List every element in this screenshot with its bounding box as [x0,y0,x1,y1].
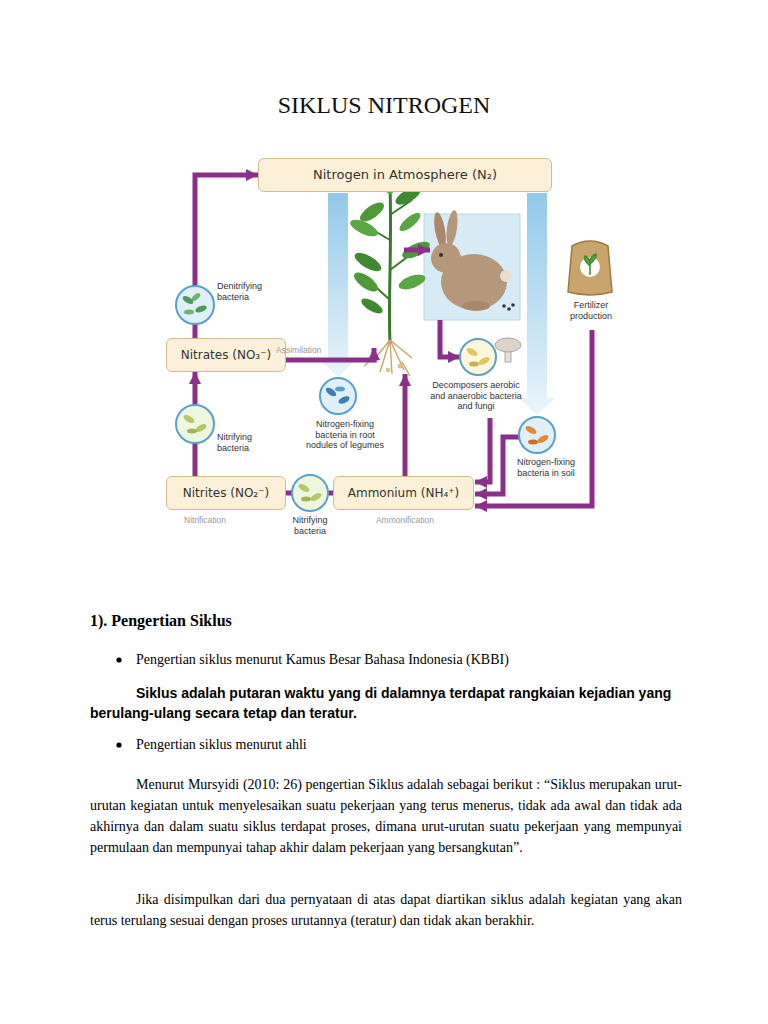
mushroom-icon [495,338,521,352]
nitrifying-bacteria-icon [176,405,214,443]
nitrifying-bacteria-icon [292,475,328,511]
process-label: Ammonification [360,515,450,525]
rabbit-illustration [431,243,461,273]
cycle-arrow [404,248,430,253]
root-bacteria-icon [337,395,350,406]
definition-text: Siklus adalah putaran waktu yang di dala… [90,683,682,723]
diagram-label: Nitrifying bacteria [217,432,275,453]
bullet-text: Pengertian siklus menurut ahli [136,735,696,755]
rabbit-illustration [462,301,490,311]
process-box: Ammonium (NH₄⁺) [333,476,474,510]
bullet-text: Pengertian siklus menurut Kamus Besar Ba… [136,650,696,670]
diagram-label: Nitrogen-fixing bacteria in soil [510,457,582,478]
plant-illustration [389,186,390,342]
plant-illustration [400,238,432,262]
fertilizer-bag [585,254,597,275]
root-bacteria-icon [320,378,356,414]
soil-bacteria-icon [519,417,555,453]
diagram-label: Denitrifying bacteria [217,281,279,302]
denitrifying-bacteria-icon [176,286,214,324]
plant-illustration [359,296,385,317]
denitrifying-bacteria-icon [176,286,214,324]
section-heading: 1). Pengertian Siklus [90,612,232,630]
page-title: SIKLUS NITROGEN [0,92,768,119]
cycle-arrow [440,320,460,357]
bullet-dot [116,742,121,747]
decomposer-bacteria-icon [477,355,490,366]
diagram-label: Decomposers aerobic and anaerobic bacter… [428,380,524,412]
soil-bacteria-icon [519,417,555,453]
nitrifying-bacteria-icon [292,475,328,511]
nitrifying-bacteria-icon [182,413,195,424]
nitrifying-bacteria-icon [187,429,197,434]
rabbit-illustration [502,304,506,308]
body-paragraph: Menurut Mursyidi (2010: 26) pengertian S… [90,774,682,858]
cycle-arrow [475,418,490,482]
cycle-arrow [403,374,408,476]
bullet-dot [116,657,121,747]
process-label: Assimilation [276,345,321,355]
rabbit-illustration [511,303,515,307]
root-bacteria-icon [335,387,345,392]
decomposer-bacteria-icon [460,339,496,375]
denitrifying-bacteria-icon [194,304,207,314]
plant-illustration [352,249,384,274]
title-text: SIKLUS NITROGEN [278,92,491,118]
nitrifying-bacteria-icon [301,497,311,502]
box-label: Nitrates (NO₃⁻) [175,346,277,364]
mushroom-icon [495,338,521,362]
body-paragraph: Jika disimpulkan dari dua pernyataan di … [90,889,682,931]
soil-bacteria-icon [528,440,538,445]
fixation-band [320,193,356,377]
rabbit-illustration [507,307,511,311]
fertilizer-bag [568,241,612,295]
diagram-label: Nitrifying bacteria [280,515,340,536]
box-label: Nitrogen in Atmosphere (N₂) [267,166,543,184]
cycle-arrow [286,250,592,506]
plant-illustration [386,368,390,372]
cycle-arrow [475,437,519,494]
decomposer-bacteria-icon [469,362,479,367]
box-label: Ammonium (NH₄⁺) [342,484,465,502]
decomposer-bacteria-icon [460,339,496,375]
box-label: Nitrites (NO₂⁻) [175,484,277,502]
rabbit-illustration [445,209,460,246]
fixation-band [320,193,555,415]
denitrifying-bacteria-icon [184,310,194,315]
plant-illustration [348,170,432,376]
soil-bacteria-icon [524,424,537,435]
plant-illustration [397,210,423,234]
rabbit-illustration [500,270,512,282]
plant-illustration [351,269,381,295]
fertilizer-bag [568,241,612,295]
fixation-band [519,193,555,415]
denitrifying-bacteria-icon [191,292,202,302]
process-box: Nitrogen in Atmosphere (N₂) [258,158,552,192]
plant-illustration [397,272,427,293]
bullet-dot [116,657,121,662]
process-box: Nitrates (NO₃⁻) [166,338,286,372]
decomposer-bacteria-icon [465,346,478,357]
root-bacteria-icon [320,378,356,414]
nitrifying-bacteria-icon [309,491,322,502]
diagram-label: Nitrogen-fixing bacteria in root nodules… [300,419,390,451]
plant-illustration [348,216,380,240]
nitrifying-bacteria-icon [297,482,310,493]
nitrifying-bacteria-icon [176,405,214,443]
process-label: Nitrification [184,515,226,525]
process-box: Nitrites (NO₂⁻) [166,476,286,510]
rabbit-illustration [439,253,443,257]
soil-bacteria-icon [536,433,549,444]
rabbit-illustration [431,209,515,311]
plant-illustration [398,364,403,369]
diagram-label: Fertilizer production [558,300,624,321]
